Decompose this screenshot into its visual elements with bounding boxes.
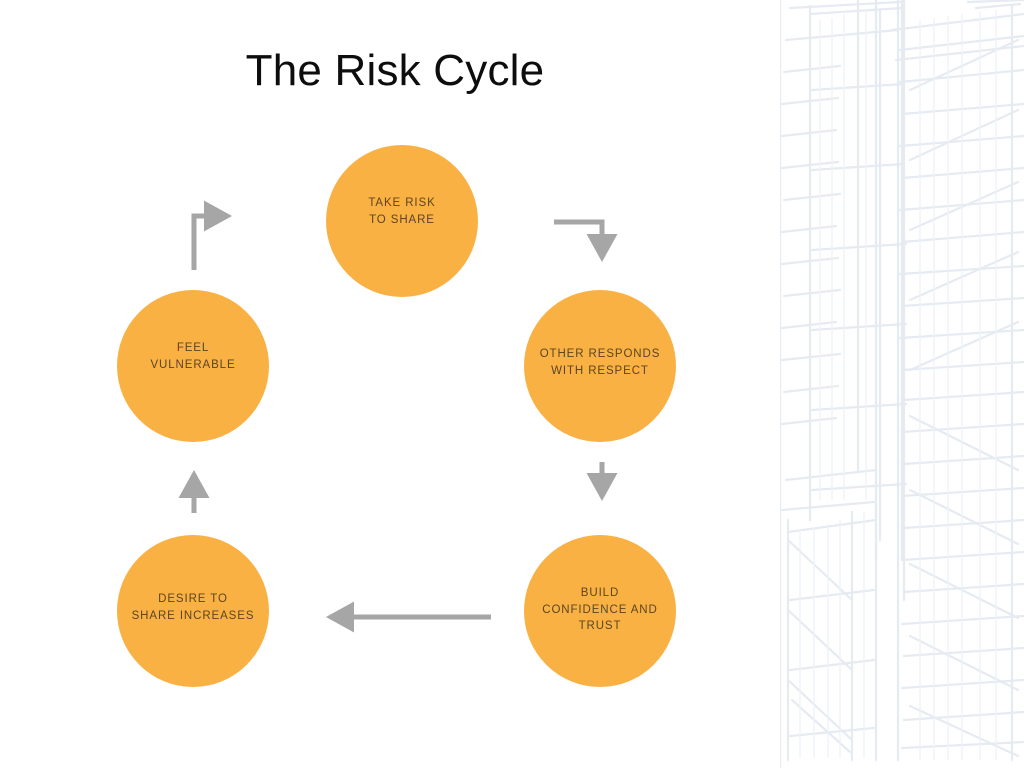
cycle-node-label: DESIRE TO SHARE INCREASES <box>131 593 255 622</box>
cycle-node-other-responds[interactable]: OTHER RESPONDS WITH RESPECT <box>524 290 676 442</box>
cycle-node-feel-vulnerable[interactable]: FEEL VULNERABLE <box>117 290 269 442</box>
cycle-node-build-trust[interactable]: BUILD CONFIDENCE AND TRUST <box>524 535 676 687</box>
cycle-node-label: OTHER RESPONDS WITH RESPECT <box>539 348 661 377</box>
arrow-feel-vulnerable-to-take-risk <box>191 200 232 270</box>
page-title: The Risk Cycle <box>245 46 545 95</box>
arrow-take-risk-to-other-responds <box>554 219 618 262</box>
cycle-node-label: TAKE RISK TO SHARE <box>368 197 436 226</box>
cycle-node-desire-share[interactable]: DESIRE TO SHARE INCREASES <box>117 535 269 687</box>
cycle-node-label: FEEL VULNERABLE <box>150 342 236 371</box>
cycle-node-label: BUILD CONFIDENCE AND TRUST <box>542 586 658 633</box>
cycle-node-take-risk[interactable]: TAKE RISK TO SHARE <box>326 145 478 297</box>
